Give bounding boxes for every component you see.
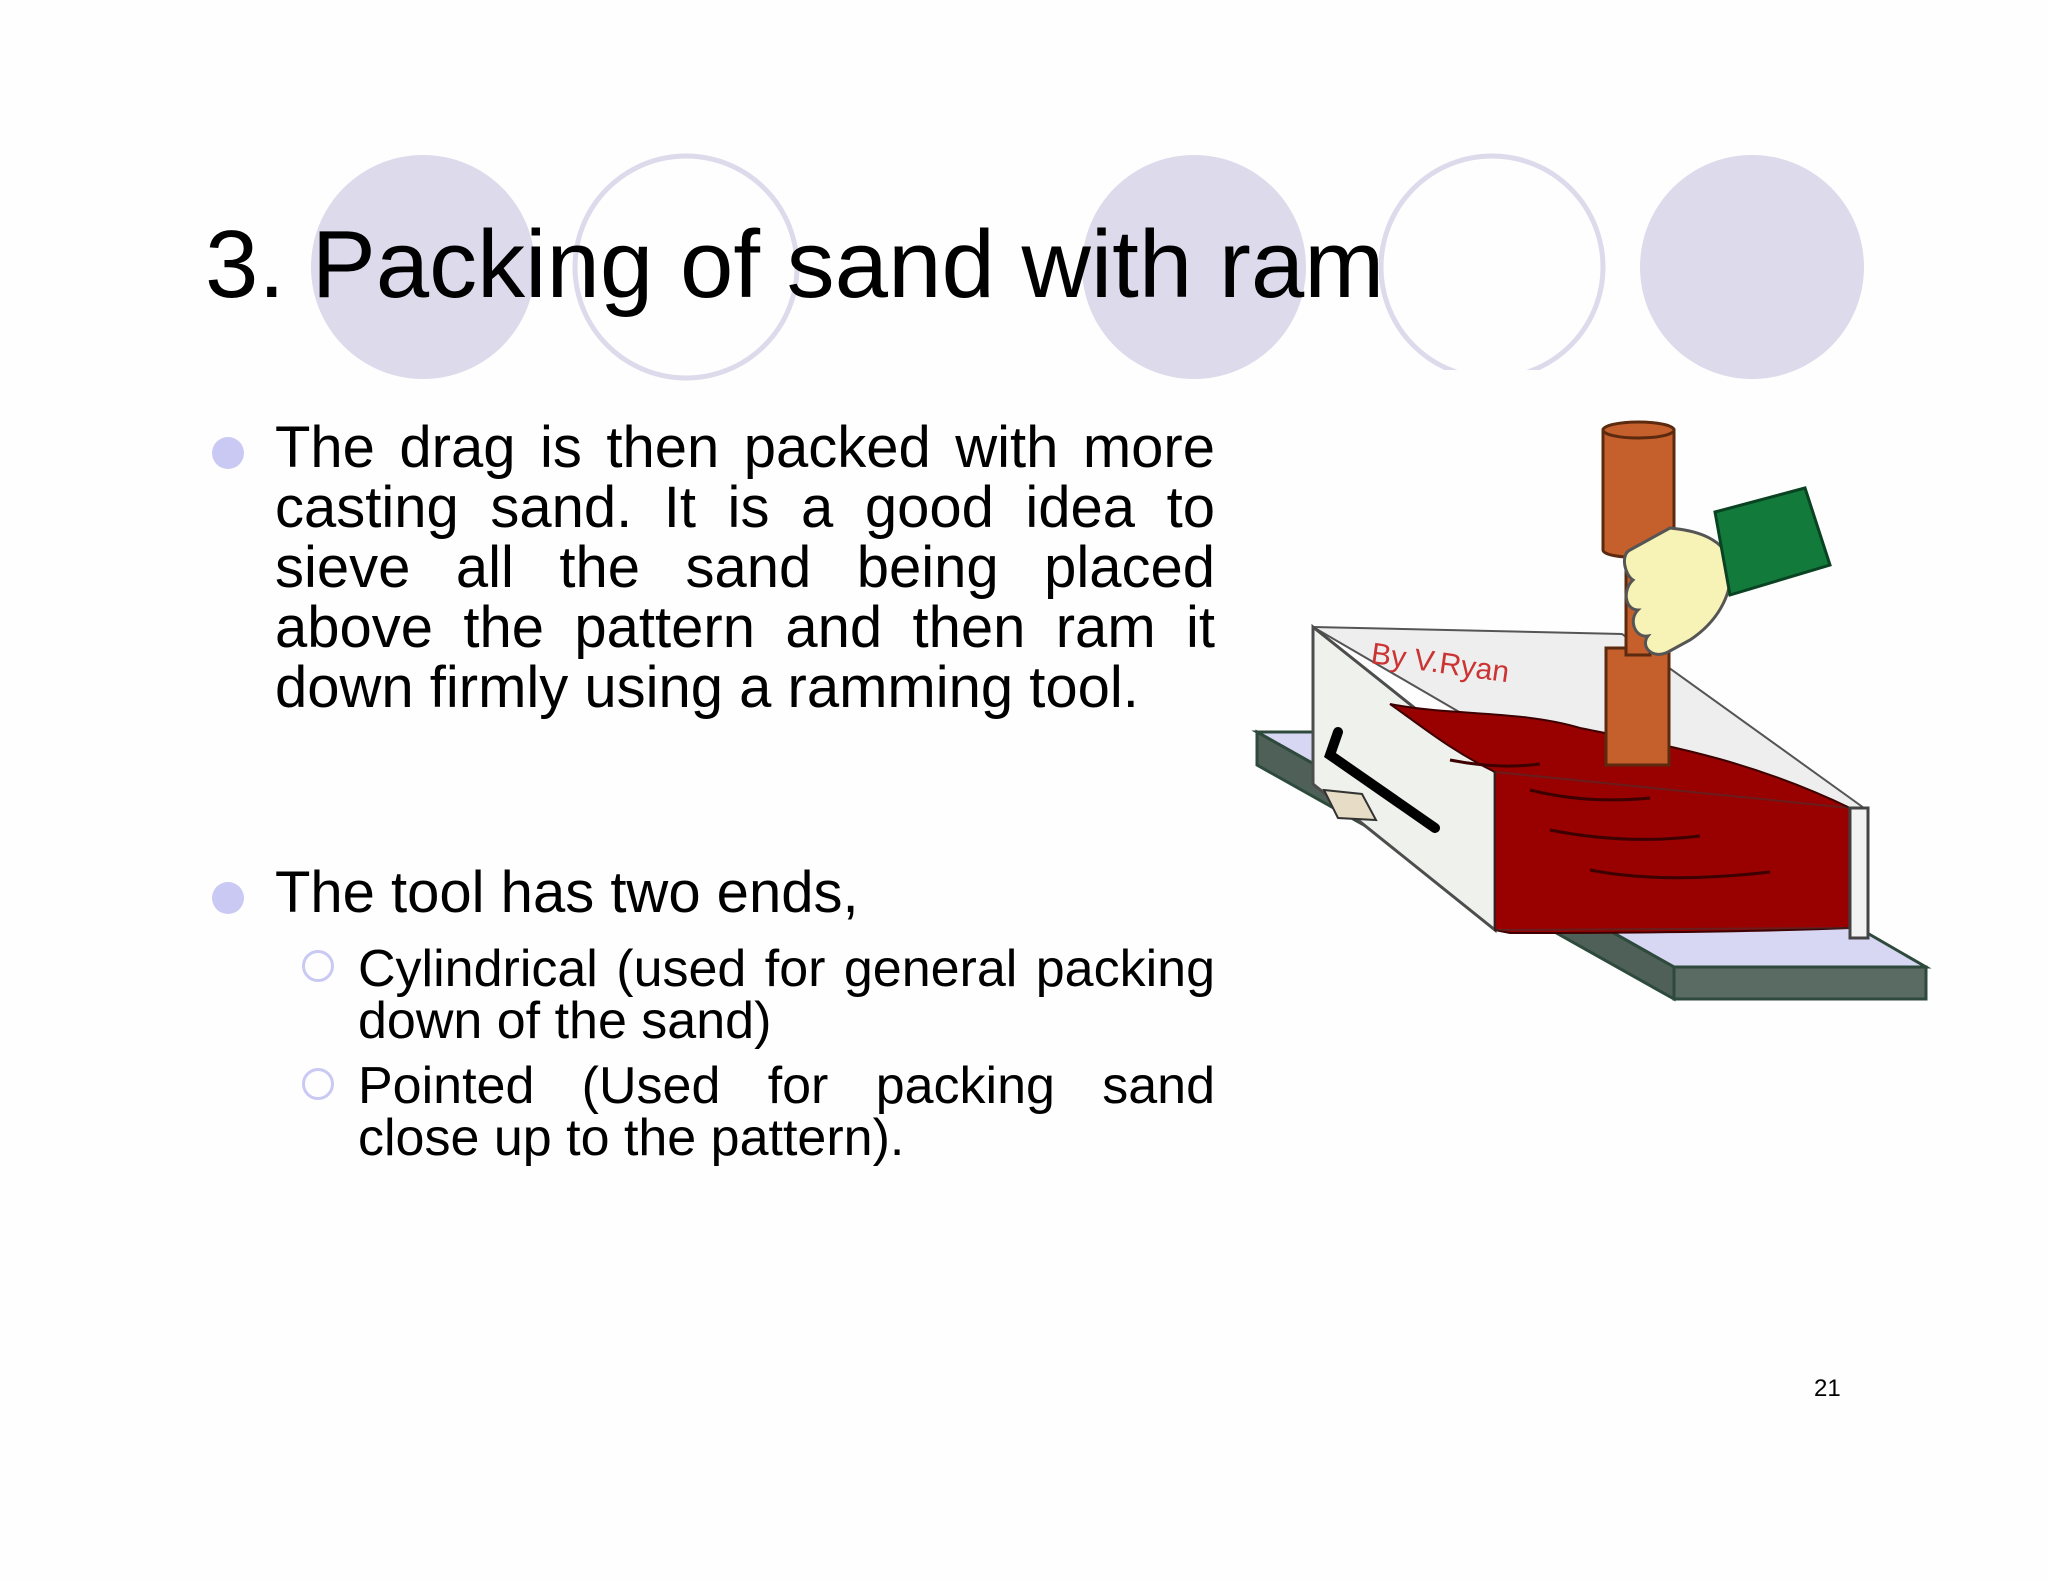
decor-circle-filled-1 (311, 155, 535, 379)
decor-circle-outline-2 (1378, 153, 1606, 370)
bullet-dot-icon (212, 437, 244, 469)
decor-circle-outline-1 (572, 153, 800, 381)
page-number: 21 (1814, 1375, 1841, 1402)
sub-bullet-text-1: Cylindrical (used for general packing do… (358, 940, 1215, 1050)
ram-top-cap (1601, 420, 1676, 440)
sub-bullet-ring-icon (302, 1068, 334, 1100)
decor-circle-filled-2 (1082, 155, 1306, 379)
bullet-dot-icon (212, 882, 244, 914)
slide-title: 3. Packing of sand with ram (205, 211, 1385, 318)
bullet-text-2: The tool has two ends, (275, 860, 859, 925)
base-plate-front (1672, 965, 1928, 1001)
ram-lower-block (1604, 646, 1671, 767)
box-handle (1324, 727, 1440, 833)
sub-bullet-text-2: Pointed (Used for packing sand close up … (358, 1057, 1215, 1167)
header-circles-decoration (311, 153, 1864, 381)
box-latch (1322, 788, 1378, 822)
sand-ripples (1449, 758, 1771, 880)
box-right-wall (1848, 806, 1870, 940)
hand (1622, 526, 1733, 656)
bullet-text-1: The drag is then packed with more castin… (275, 415, 1215, 720)
decor-circle-filled-3 (1640, 155, 1864, 379)
box-front-wall (1494, 770, 1851, 932)
sleeve (1713, 486, 1832, 597)
sub-bullet-ring-icon (302, 950, 334, 982)
ramming-illustration: By V.Ryan (1251, 420, 1932, 1002)
